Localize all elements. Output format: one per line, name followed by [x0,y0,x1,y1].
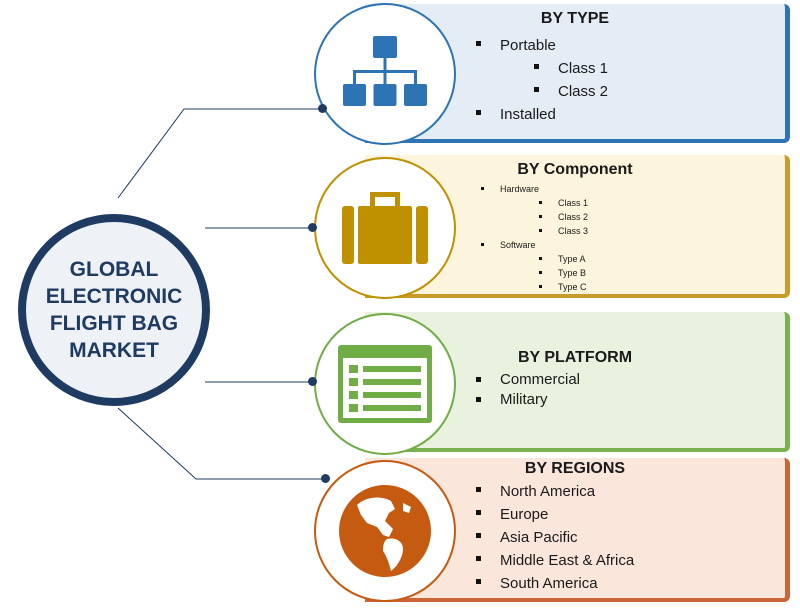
list-item: Portable [475,34,608,57]
segment-list: North America Europe Asia Pacific Middle… [475,480,634,595]
globe-icon [339,485,431,577]
list-item: Asia Pacific [475,526,634,549]
list-item: South America [475,572,634,595]
hierarchy-icon [343,36,427,106]
segment-title: BY PLATFORM [517,349,633,366]
list-item: Class 1 [538,198,589,208]
component-icon-circle [314,157,456,299]
connector-dot-regions [321,474,330,483]
list-item: Type B [538,268,587,278]
segment-title: BY REGIONS [524,460,626,477]
suitcase-icon [342,192,428,264]
list-item: Class 1 [533,57,608,80]
list-item: Class 2 [538,212,589,222]
segment-title: BY Component [517,161,633,178]
segment-title: BY TYPE [540,10,610,27]
list-item: Type C [538,282,587,292]
list-item: Military [475,390,580,410]
platform-icon-circle [314,313,456,455]
list-item: Commercial [475,371,581,388]
list-item: Class 2 [533,80,608,103]
list-item: Class 3 [538,226,589,236]
list-item: Installed [475,103,608,126]
connector-dot-type [318,104,327,113]
connector-dot-component [308,223,317,232]
type-icon-circle [314,3,456,145]
segment-list: Portable Class 1 Class 2 Installed [475,34,608,126]
list-item: Hardware [480,182,588,196]
segment-list: Hardware Class 1 Class 2 Class 3 Softwar… [480,182,589,294]
list-window-icon [338,345,432,423]
list-item: Type A [538,252,588,266]
list-item: Software [480,238,588,252]
regions-icon-circle [314,460,456,602]
list-item: Europe [475,503,634,526]
segment-list: Commercial Military [475,370,581,410]
market-hub-circle: GLOBAL ELECTRONIC FLIGHT BAG MARKET [18,214,210,406]
list-item: North America [475,480,634,503]
connector-dot-platform [308,377,317,386]
list-item: Middle East & Africa [475,549,634,572]
market-title: GLOBAL ELECTRONIC FLIGHT BAG MARKET [45,258,183,362]
